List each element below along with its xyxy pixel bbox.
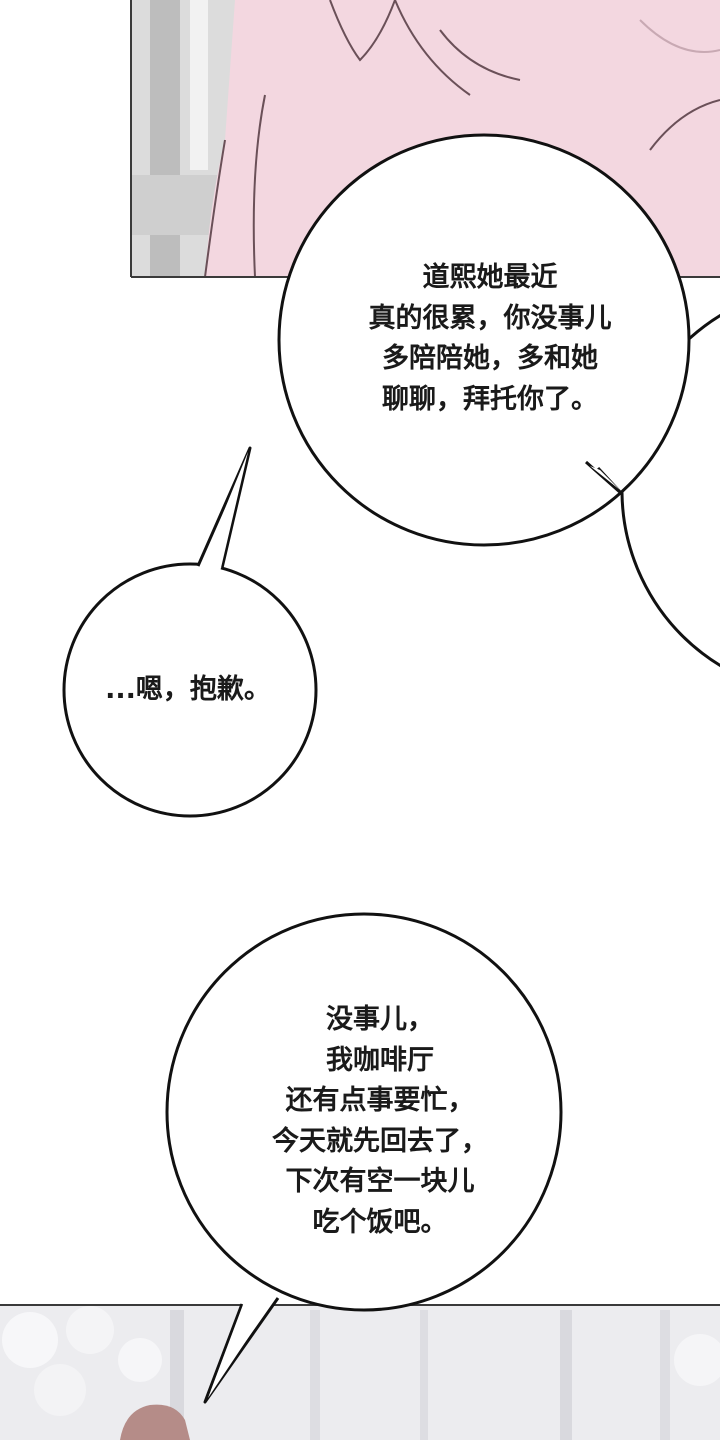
bubble-3-line-5: 下次有空一块儿 (285, 1166, 475, 1197)
bubble-1-line-4: 聊聊，拜托你了。 (382, 383, 598, 415)
speech-bubble-2 (62, 446, 318, 818)
bubble-3-line-6: 吃个饭吧。 (312, 1206, 448, 1238)
bubble-3-line-1: 没事儿， (326, 1004, 434, 1035)
bubble-1-line-2: 真的很累，你没事儿 (368, 302, 612, 334)
speech-bubble-1-text: 道熙她最近 真的很累，你没事儿 多陪陪她，多和她 聊聊，拜托你了。 (330, 258, 650, 420)
speech-bubble-3-text: 没事儿， 我咖啡厅 还有点事要忙， 今天就先回去了， 下次有空一块儿 吃个饭吧。 (225, 1000, 535, 1243)
speech-bubble-1 (277, 133, 720, 668)
speech-bubble-2-text: ...嗯，抱歉。 (88, 670, 288, 711)
bubble-3-line-4: 今天就先回去了， (272, 1125, 488, 1157)
bubble-2-line-1: ...嗯，抱歉。 (105, 674, 271, 705)
bubble-1-line-1: 道熙她最近 (422, 262, 558, 293)
speech-bubble-3 (165, 912, 563, 1404)
bubble-1-line-3: 多陪陪她，多和她 (382, 343, 598, 374)
bubble-3-line-3: 还有点事要忙， (285, 1085, 475, 1116)
bottom-panel (0, 1304, 720, 1440)
bubble-3-line-2: 我咖啡厅 (326, 1044, 434, 1076)
